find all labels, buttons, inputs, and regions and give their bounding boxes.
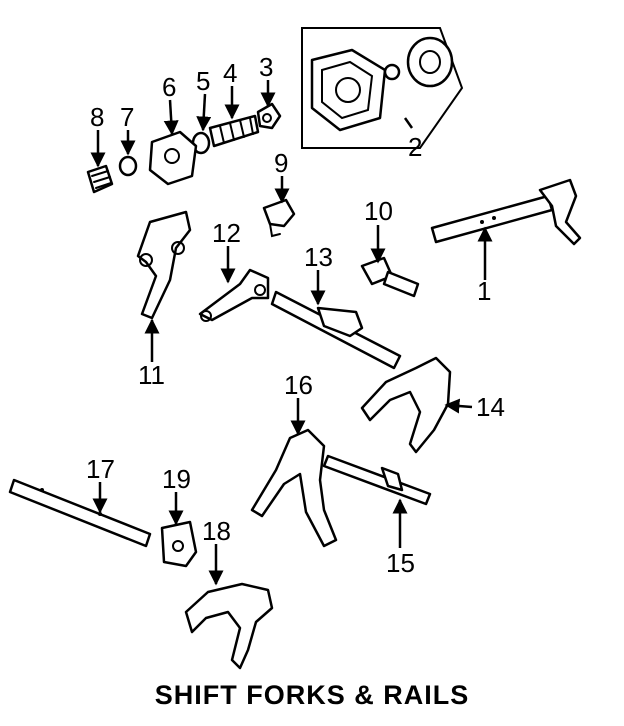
callout-13: 13 [304,242,333,272]
part-7-ring [118,155,138,177]
callout-6: 6 [162,72,176,102]
part-2-housing-box [301,27,464,149]
callout-19: 19 [162,464,191,494]
part-18-shift-fork [184,582,274,670]
part-12-selector-lever [198,268,270,322]
part-8-spring [86,164,114,194]
callout-14: 14 [476,392,505,422]
part-1-shift-rail [430,178,582,246]
part-4-spring [208,114,260,148]
callout-12: 12 [212,218,241,248]
part-2-housing-gasket [310,36,454,132]
callout-7: 7 [120,102,134,132]
part-16-shift-fork [250,428,338,548]
part-17-shift-rail [8,478,152,548]
callout-10: 10 [364,196,393,226]
callout-4: 4 [223,58,237,88]
callout-labels: 1 2 3 4 5 6 7 8 9 10 11 12 13 14 15 16 1… [86,52,505,578]
callout-16: 16 [284,370,313,400]
part-13-shift-rail [270,290,402,370]
part-19-retainer [160,520,198,568]
part-14-shift-fork [360,356,452,454]
callout-9: 9 [274,148,288,178]
part-3-plug [256,102,282,130]
part-6-detent-housing [148,130,198,186]
part-10-shift-lug [360,256,420,298]
part-15-shift-rail [322,454,432,506]
callout-17: 17 [86,454,115,484]
callout-15: 15 [386,548,415,578]
part-9-bracket [262,198,296,238]
callout-2: 2 [408,132,422,162]
callout-11: 11 [138,360,165,390]
callout-8: 8 [90,102,104,132]
callout-5: 5 [196,66,210,96]
part-11-interlock [136,210,192,320]
callout-3: 3 [259,52,273,82]
callout-18: 18 [202,516,231,546]
callout-1: 1 [477,276,491,306]
leader-lines [90,80,493,586]
diagram-caption: SHIFT FORKS & RAILS [154,680,470,710]
